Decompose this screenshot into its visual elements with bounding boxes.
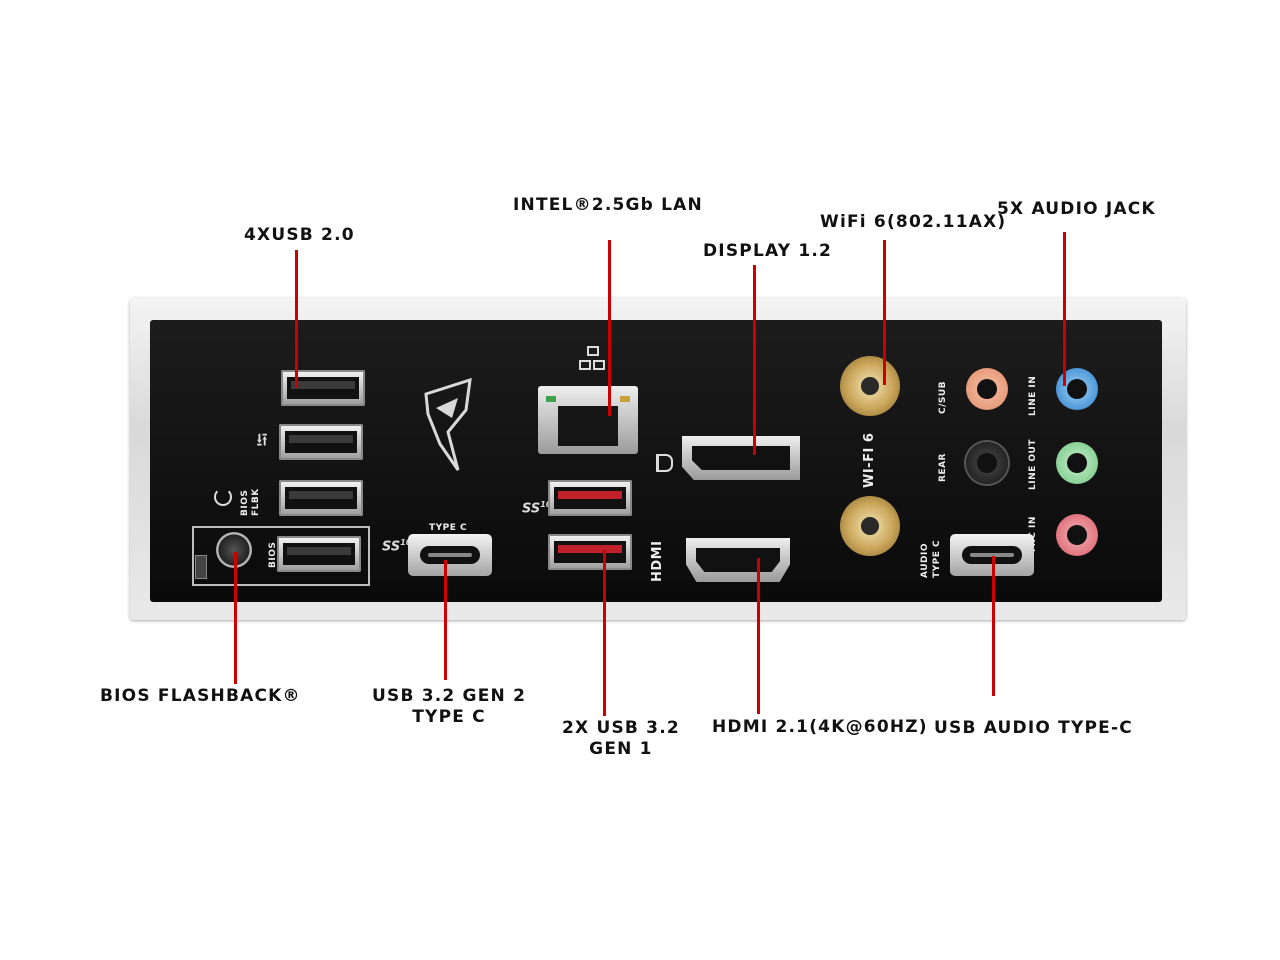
- callout-usb20: 4XUSB 2.0: [244, 225, 355, 245]
- line-hdmi21: [757, 558, 760, 714]
- lan-rj45-port[interactable]: [538, 386, 638, 454]
- displayport-icon: [656, 454, 673, 472]
- lan-network-icon: [578, 346, 605, 370]
- callout-usb32-gen1-line2: GEN 1: [589, 739, 653, 759]
- usb-audio-type-c-port[interactable]: [950, 534, 1034, 576]
- line-in-label: LINE IN: [1028, 375, 1038, 416]
- usb32-gen1-port-2[interactable]: [548, 534, 632, 570]
- bios-flashback-led: [195, 555, 207, 579]
- line-audio-jack: [1063, 232, 1066, 386]
- line-usb32-gen1: [603, 550, 606, 716]
- io-shield-panel: BIOS FLBK BIOS ⭿ SS10 TYPE C SS10 HDMI W…: [150, 320, 1162, 602]
- line-wifi: [883, 240, 886, 385]
- callout-hdmi21: HDMI 2.1(4K@60HZ): [712, 717, 928, 737]
- callout-usb32-gen2: USB 3.2 GEN 2 TYPE C: [372, 686, 526, 728]
- rog-eye-logo-icon: [424, 377, 472, 471]
- usb-trident-icon: ⭿: [256, 430, 268, 451]
- audio-jack-rear[interactable]: [966, 442, 1008, 484]
- audio-jack-line-out[interactable]: [1056, 442, 1098, 484]
- hdmi-label: HDMI: [650, 540, 665, 582]
- wifi6-label: WI-FI 6: [862, 432, 877, 488]
- usb20-port-1[interactable]: [281, 370, 365, 406]
- callout-usb-audio: USB AUDIO TYPE-C: [934, 718, 1133, 738]
- bios-flbk-label-2: FLBK: [251, 488, 261, 516]
- ss10-logo-icon-a: SS10: [382, 538, 412, 555]
- audio-jack-mic-in[interactable]: [1056, 514, 1098, 556]
- audio-type-c-label-1: AUDIO: [920, 543, 930, 578]
- bios-flashback-frame: [192, 526, 370, 586]
- c-sub-label: C/SUB: [938, 380, 948, 414]
- line-usb32-gen2: [444, 560, 447, 680]
- callout-usb32-gen1-line1: 2X USB 3.2: [562, 718, 680, 738]
- usb20-port-3[interactable]: [279, 480, 363, 516]
- audio-jack-line-in[interactable]: [1056, 368, 1098, 410]
- usb20-port-4[interactable]: [277, 536, 361, 572]
- type-c-label: TYPE C: [429, 523, 468, 533]
- ss10-number-a: 10: [400, 538, 412, 547]
- line-usb-audio: [992, 556, 995, 696]
- audio-jack-c-sub[interactable]: [966, 368, 1008, 410]
- callout-usb32-gen2-line2: TYPE C: [412, 707, 486, 727]
- callout-display: DISPLAY 1.2: [703, 241, 833, 261]
- displayport-port[interactable]: [682, 436, 800, 480]
- usb32-gen1-port-1[interactable]: [548, 480, 632, 516]
- bios-flbk-icon: [214, 488, 232, 506]
- callout-usb32-gen2-line1: USB 3.2 GEN 2: [372, 686, 527, 706]
- line-lan: [608, 240, 611, 416]
- hdmi-port[interactable]: [686, 538, 790, 582]
- ss10-number-b: 10: [540, 500, 552, 509]
- callout-usb32-gen1: 2X USB 3.2 GEN 1: [562, 718, 680, 760]
- rear-label: REAR: [938, 453, 948, 482]
- line-display: [753, 265, 756, 455]
- callout-wifi: WiFi 6(802.11AX): [820, 212, 1007, 232]
- ss10-logo-icon-b: SS10: [522, 500, 552, 517]
- line-usb20: [295, 250, 298, 388]
- wifi-antenna-connector-1[interactable]: [840, 356, 900, 416]
- callout-bios-flashback: BIOS FLASHBACK®: [100, 686, 301, 706]
- bios-flbk-label-1: BIOS: [240, 489, 250, 516]
- usb32-gen2-type-c-port[interactable]: [408, 534, 492, 576]
- line-out-label: LINE OUT: [1028, 439, 1038, 490]
- callout-lan: INTEL®2.5Gb LAN: [513, 195, 703, 215]
- callout-audio-jack: 5X AUDIO JACK: [997, 199, 1156, 219]
- usb20-port-2[interactable]: [279, 424, 363, 460]
- wifi-antenna-connector-2[interactable]: [840, 496, 900, 556]
- audio-type-c-label-2: TYPE C: [932, 539, 942, 578]
- line-bios-flashback: [234, 552, 237, 684]
